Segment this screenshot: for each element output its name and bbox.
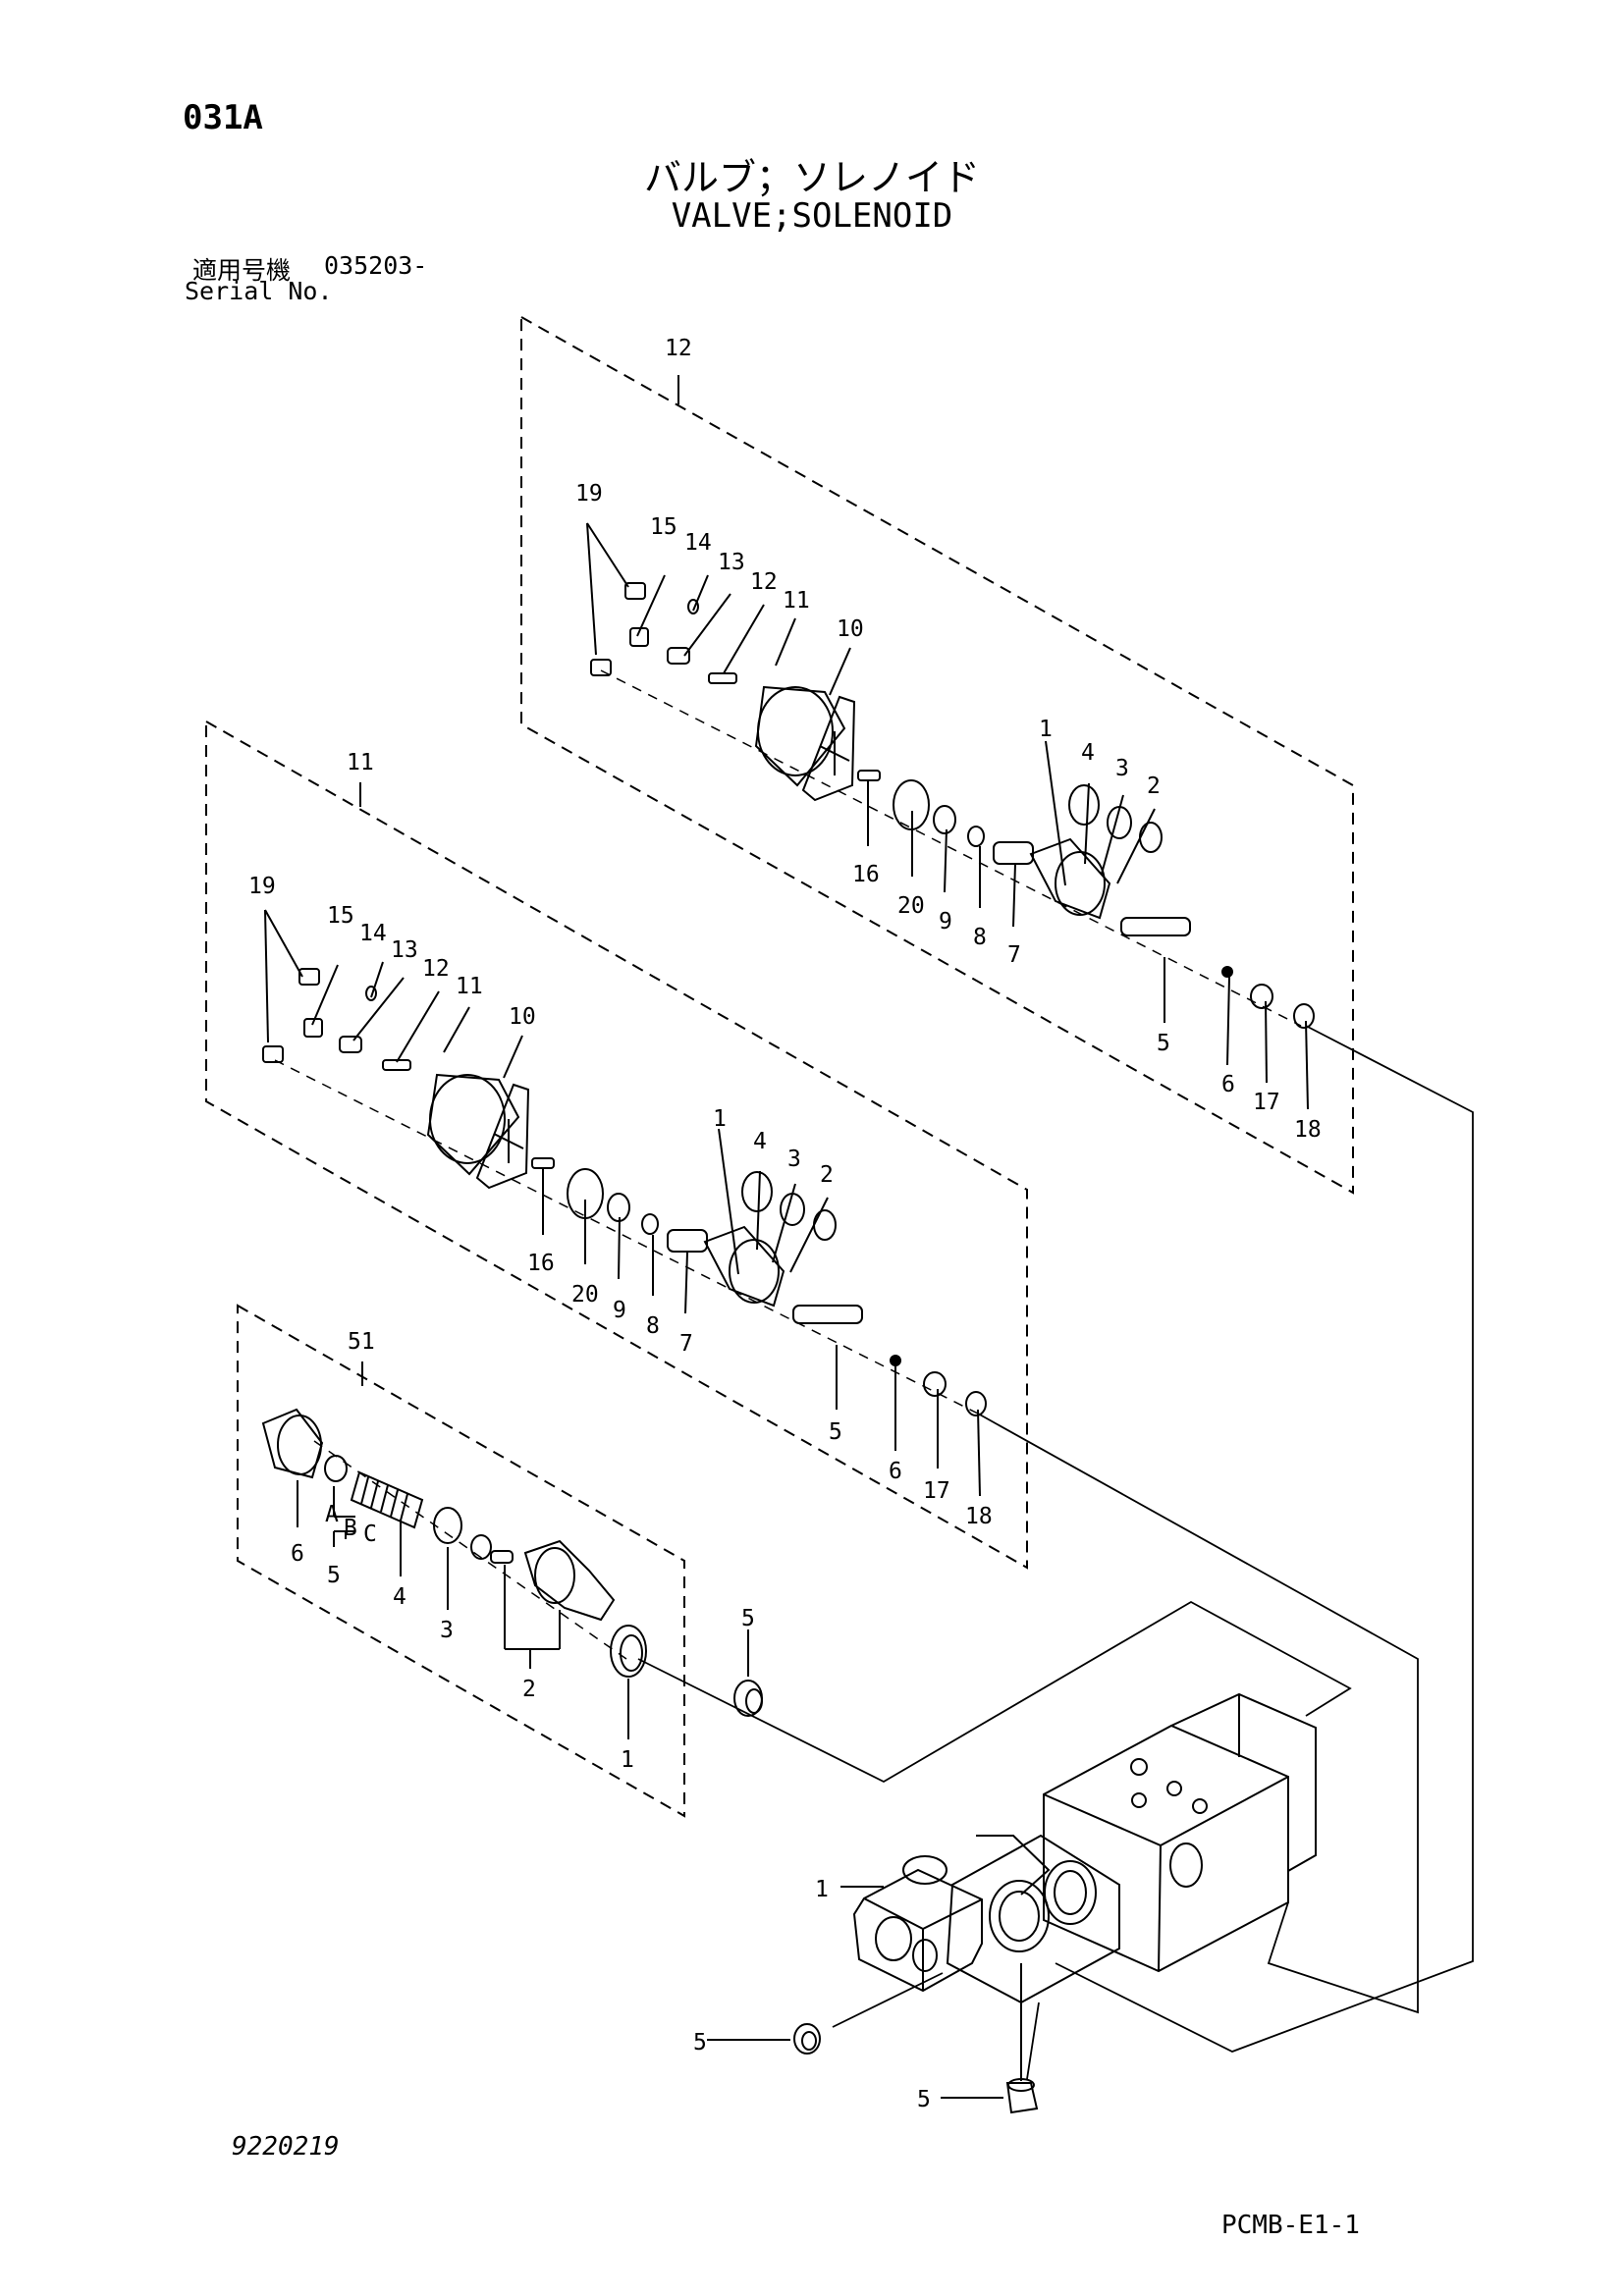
part-label: 11 [456, 974, 483, 999]
part-label: 13 [718, 550, 745, 575]
part-label: 8 [973, 925, 987, 950]
part-label: 1 [1039, 717, 1053, 742]
assembly-12-labels: 12 19 15 14 13 12 11 10 1 4 3 2 16 20 9 … [575, 336, 1322, 1143]
part-label: 6 [291, 1541, 304, 1567]
part-label: 16 [527, 1251, 555, 1276]
part-label: 2 [1147, 774, 1161, 799]
part-label: 5 [327, 1563, 341, 1588]
page-reference-code: PCMB-E1-1 [1221, 2211, 1360, 2240]
part-label: 2 [820, 1162, 834, 1188]
part-label: 2 [522, 1677, 536, 1702]
part-label: 14 [684, 530, 712, 556]
valve-body-part [852, 1692, 1317, 2004]
assembly-label: 51 [348, 1329, 375, 1355]
plug-part [733, 1680, 763, 1717]
part-label: 5 [917, 2087, 931, 2112]
spring-part [350, 1470, 424, 1529]
assembly-51-boundary [237, 1304, 685, 1818]
part-label: 3 [787, 1147, 801, 1172]
part-label: 15 [650, 514, 677, 540]
part-label: 3 [1115, 756, 1129, 781]
part-label: 12 [422, 956, 450, 982]
part-label: 4 [753, 1129, 767, 1154]
sub-label: A [325, 1502, 339, 1527]
part-label: 1 [621, 1747, 634, 1773]
plug-part [261, 1408, 324, 1479]
assembly-label: 12 [665, 336, 692, 361]
page-code-id: 031A [183, 98, 263, 137]
assembly-51-labels: 51 6 A B C 5 4 3 2 1 [291, 1329, 634, 1773]
part-label: 1 [713, 1106, 727, 1132]
part-label: 20 [571, 1282, 599, 1308]
assembly-12-boundary [520, 315, 1354, 1195]
sub-label: B [344, 1516, 357, 1541]
part-label: 19 [248, 874, 276, 899]
part-label: 6 [889, 1459, 902, 1484]
part-label: 1 [815, 1877, 829, 1902]
part-label: 17 [1253, 1090, 1280, 1115]
sub-label: C [363, 1522, 377, 1547]
part-label: 5 [693, 2030, 707, 2056]
part-label: 9 [613, 1298, 626, 1323]
assembly-11-labels: 11 19 15 14 13 12 11 10 1 4 3 2 16 20 9 … [248, 750, 993, 1529]
part-label: 18 [1294, 1117, 1322, 1143]
part-label: 14 [359, 921, 387, 946]
part-label: 18 [965, 1504, 993, 1529]
solenoid-coil-part [426, 1073, 530, 1190]
part-label: 12 [750, 569, 778, 595]
part-label: 7 [679, 1331, 693, 1357]
serial-label-japanese: 適用号機 [192, 256, 292, 285]
plug-part [1005, 2078, 1039, 2114]
assembly-11-boundary [205, 720, 1028, 1570]
part-label: 5 [741, 1606, 755, 1631]
serial-label-english: Serial No. [185, 277, 333, 305]
part-label: 10 [837, 616, 864, 642]
part-label: 4 [1081, 740, 1095, 766]
part-label: 19 [575, 481, 603, 507]
part-label: 17 [923, 1478, 950, 1504]
part-label: 10 [509, 1004, 536, 1030]
part-label: 5 [1157, 1031, 1170, 1056]
part-label: 5 [829, 1419, 842, 1445]
part-label: 6 [1221, 1072, 1235, 1097]
drawing-number: 9220219 [232, 2132, 340, 2162]
part-label: 16 [852, 862, 880, 887]
plug-part [793, 2023, 821, 2055]
valve-spool-housing-part [1029, 837, 1111, 920]
poppet-part [523, 1539, 616, 1622]
part-label: 20 [897, 893, 925, 919]
part-label: 15 [327, 903, 354, 929]
bolt-part [590, 582, 646, 676]
valve-spool-housing-part [703, 1225, 785, 1308]
solenoid-coil-part [754, 685, 856, 802]
part-label: 13 [391, 937, 418, 963]
part-label: 9 [939, 909, 952, 934]
part-label: 4 [393, 1584, 406, 1610]
part-label: 8 [646, 1313, 660, 1339]
part-label: 7 [1007, 942, 1021, 968]
valve-body-labels: 5 1 5 5 [693, 1606, 931, 2112]
part-label: 11 [783, 588, 810, 614]
assembly-label: 11 [347, 750, 374, 775]
title-japanese: バルブ；ソレノイド [643, 156, 980, 199]
part-label: 3 [440, 1618, 454, 1643]
title-english: VALVE;SOLENOID [671, 196, 953, 236]
serial-number: 035203- [324, 251, 428, 280]
